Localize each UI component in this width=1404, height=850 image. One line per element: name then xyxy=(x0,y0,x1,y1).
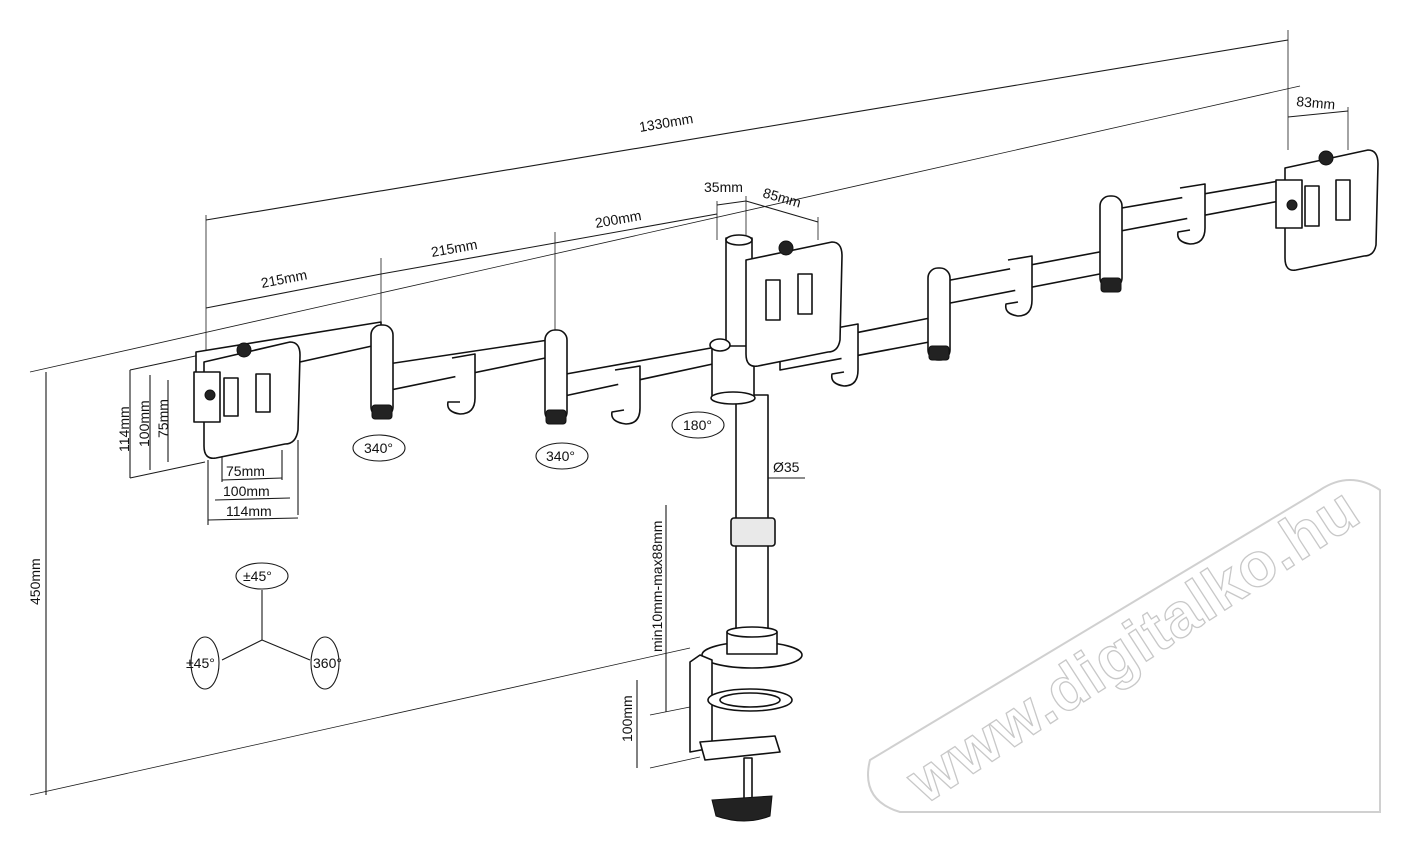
rotation-badge-joint-2 xyxy=(535,442,589,470)
height-label: 450mm xyxy=(27,558,43,605)
rotation-badge-joint-1 xyxy=(352,434,406,462)
arm-3-label: 200mm xyxy=(594,207,643,231)
watermark: www.digitalko.hu xyxy=(867,473,1381,818)
end-plate-label: 83mm xyxy=(1296,93,1336,112)
rotation-joint-2-label: 340° xyxy=(546,448,575,464)
vesa-w-114-label: 114mm xyxy=(226,503,272,519)
clamp-range-label: min10mm-max88mm xyxy=(649,521,665,652)
rotation-head-label: 180° xyxy=(683,417,712,433)
vesa-h-100-label: 100mm xyxy=(136,400,152,447)
joint-1 xyxy=(370,324,394,418)
swivel-badge xyxy=(310,636,340,690)
vesa-plate-center xyxy=(745,240,843,368)
rotation-badges xyxy=(190,411,725,690)
height-collar xyxy=(730,517,776,547)
vesa-h-75-label: 75mm xyxy=(155,399,171,438)
clamp-body xyxy=(689,654,713,753)
tilt-badge-left xyxy=(190,636,220,690)
joint-5 xyxy=(1099,195,1123,289)
vesa-plates xyxy=(193,149,1379,460)
total-width-label: 1330mm xyxy=(638,110,694,135)
pole-diameter-label: Ø35 xyxy=(773,459,800,475)
arm-2-label: 215mm xyxy=(430,236,479,260)
swivel-label: 360° xyxy=(313,655,342,671)
vesa-plate-left xyxy=(193,341,301,460)
head-offset-label: 35mm xyxy=(704,179,743,195)
rotation-labels: 340° 340° 180° ±45° ±45° 360° xyxy=(186,417,712,671)
joint-2 xyxy=(544,329,568,423)
rotation-badge-head xyxy=(671,411,725,439)
dimension-lines xyxy=(45,39,1349,795)
clamp-depth-label: 100mm xyxy=(619,695,635,742)
rotation-joint-1-label: 340° xyxy=(364,440,393,456)
vesa-h-114-label: 114mm xyxy=(116,406,132,452)
tilt-left-label: ±45° xyxy=(186,655,215,671)
arm-1-label: 215mm xyxy=(260,266,309,291)
vesa-w-100-label: 100mm xyxy=(223,483,270,499)
reference-lines xyxy=(29,30,1349,796)
joints xyxy=(370,195,1123,425)
clamp-knob xyxy=(711,795,773,822)
vesa-plate-right xyxy=(1275,149,1379,272)
vesa-w-75-label: 75mm xyxy=(226,463,265,479)
tilt-badge-top xyxy=(235,562,289,590)
tilt-top-label: ±45° xyxy=(243,568,272,584)
